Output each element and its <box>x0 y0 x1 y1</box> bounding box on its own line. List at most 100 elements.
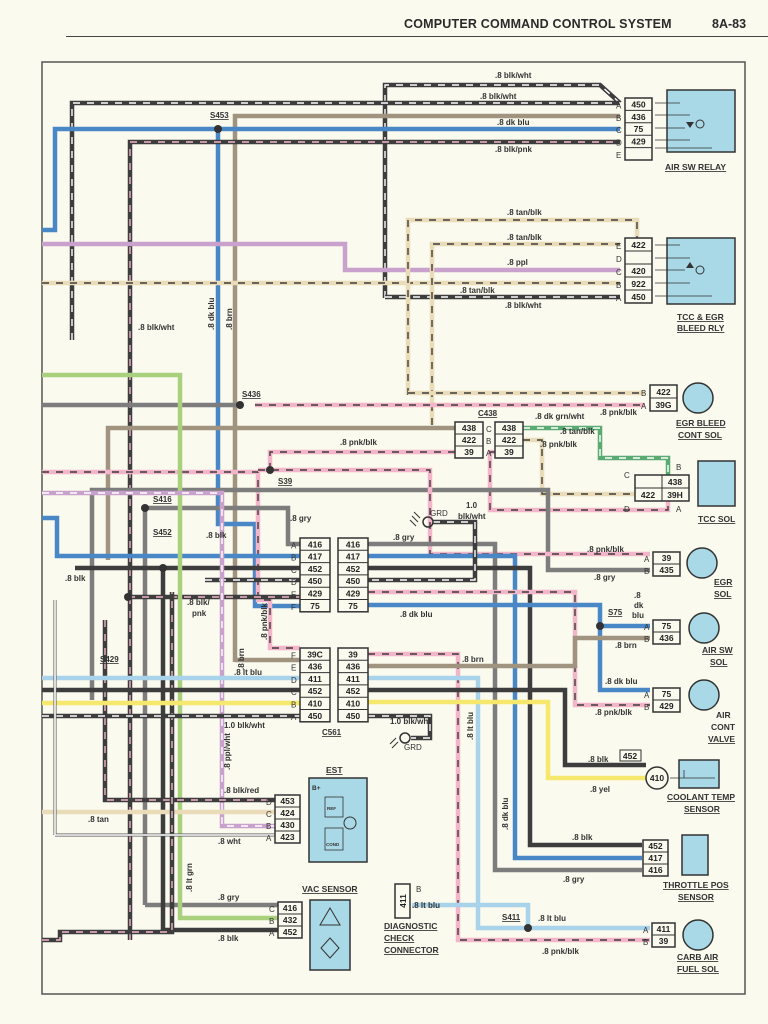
pin-number: 436 <box>308 662 322 672</box>
wire-wht <box>53 600 275 837</box>
pin-letter: D <box>616 255 622 264</box>
wire-label: .8 pnk/blk <box>600 408 637 417</box>
egr-bleed-cont-sol: EGR BLEED CONT SOL <box>676 382 726 440</box>
diag-letter: B <box>416 885 421 894</box>
air-sw-sol: AIR SW SOL <box>688 612 734 667</box>
pin-number: 75 <box>662 621 672 631</box>
pin-number: 422 <box>631 240 645 250</box>
pin-number: 450 <box>346 711 360 721</box>
pin-number: 423 <box>280 832 294 842</box>
pin-number: 452 <box>308 564 322 574</box>
pin-number: 39 <box>464 447 474 457</box>
wire-label: .8 pnk/blk <box>540 440 577 449</box>
wire-label: .8 brn <box>615 641 637 650</box>
wire-label: .8 lt blu <box>412 901 440 910</box>
vac-sensor: VAC SENSOR <box>302 884 358 971</box>
wire-label: .8 dk blu <box>207 297 216 330</box>
pin-number: 39 <box>659 936 669 946</box>
pin-letter: B <box>291 554 296 563</box>
tcc-sol: TCC SOL <box>697 460 736 524</box>
wire-dk-blu <box>42 126 620 233</box>
wire-label: .8 gry <box>218 893 240 902</box>
wire-label: .8 dk blu <box>605 677 638 686</box>
coolant-452-box: 452 <box>623 751 637 761</box>
pin-number: 39C <box>307 649 323 659</box>
wire-dk-blu <box>42 515 300 559</box>
diag-label-2: CHECK <box>384 933 415 943</box>
pin-number: 75 <box>348 601 358 611</box>
pin-letter: A <box>644 691 650 700</box>
wire-blk-pnk <box>42 592 175 943</box>
pin-number: 75 <box>662 689 672 699</box>
pin-number: 417 <box>346 552 360 562</box>
pin-number: 410 <box>346 699 360 709</box>
wire-label: .8 wht <box>218 837 241 846</box>
pin-letter: D <box>616 139 622 148</box>
splice-label: S429 <box>100 655 119 664</box>
pin-letter: C <box>266 810 272 819</box>
wire-dk-blu <box>368 602 650 693</box>
wire-ppl-wht <box>42 490 275 829</box>
pin-number: 438 <box>668 477 682 487</box>
splice-dot <box>124 593 132 601</box>
diag-label-3: CONNECTOR <box>384 945 439 955</box>
pin-letter: B <box>676 463 681 472</box>
wire-label: .8 pnk/blk <box>587 545 624 554</box>
pin-letter: E <box>616 242 621 251</box>
tcc-sol-label: TCC SOL <box>698 514 735 524</box>
pin-number: 410 <box>308 699 322 709</box>
pin-number: 436 <box>346 662 360 672</box>
wire-brn <box>232 113 620 662</box>
wire-label: .8 ppl <box>507 258 528 267</box>
vac-label: VAC SENSOR <box>302 884 358 894</box>
air-cont-label-2: CONT <box>711 722 736 732</box>
wire-blk-pnk <box>127 139 620 940</box>
splice-dot <box>266 466 274 474</box>
pin-number: 435 <box>659 565 673 575</box>
pin-number: 450 <box>308 711 322 721</box>
pin-letter: D <box>266 798 272 807</box>
wire-blk-wht <box>382 82 622 298</box>
pin-number: 453 <box>280 796 294 806</box>
diag-label-1: DIAGNOSTIC <box>384 921 437 931</box>
wire-pnk-blk <box>258 467 650 557</box>
wire-label: .8 tan/blk <box>460 286 495 295</box>
pin-number: 424 <box>280 808 294 818</box>
tcc-egr-label-1: TCC & EGR <box>677 312 724 322</box>
wire-label: .8 pnk/blk <box>542 947 579 956</box>
splice-label: S75 <box>608 608 623 617</box>
pin-letter: A <box>486 449 492 458</box>
wire-ppl <box>42 241 620 273</box>
pin-letter: B <box>643 938 648 947</box>
splice-dot <box>214 125 222 133</box>
pin-letter: D <box>291 676 297 685</box>
wire-label: .8 lt blu <box>466 712 475 740</box>
pin-letter: B <box>644 567 649 576</box>
diag-pin: 411 <box>398 894 408 908</box>
wire-label: .8 blk/wht <box>480 92 517 101</box>
c561-label: C561 <box>322 728 342 737</box>
wire-brn <box>105 425 455 560</box>
c438-label: C438 <box>478 409 498 418</box>
pin-number: 452 <box>648 841 662 851</box>
wire-label: .8 yel <box>590 785 610 794</box>
pin-letter: A <box>291 713 297 722</box>
air-cont-valve: AIR CONT VALVE <box>688 679 736 744</box>
egr-bleed-label-2: CONT SOL <box>678 430 722 440</box>
pin-letter: A <box>643 926 649 935</box>
pin-letter: C <box>291 566 297 575</box>
wire-label: .8 pnk/blk <box>595 708 632 717</box>
pin-letter: B <box>644 635 649 644</box>
splice-dot <box>236 401 244 409</box>
splice-dot <box>524 924 532 932</box>
air-cont-label-1: AIR <box>716 710 731 720</box>
pin-number: 422 <box>462 435 476 445</box>
